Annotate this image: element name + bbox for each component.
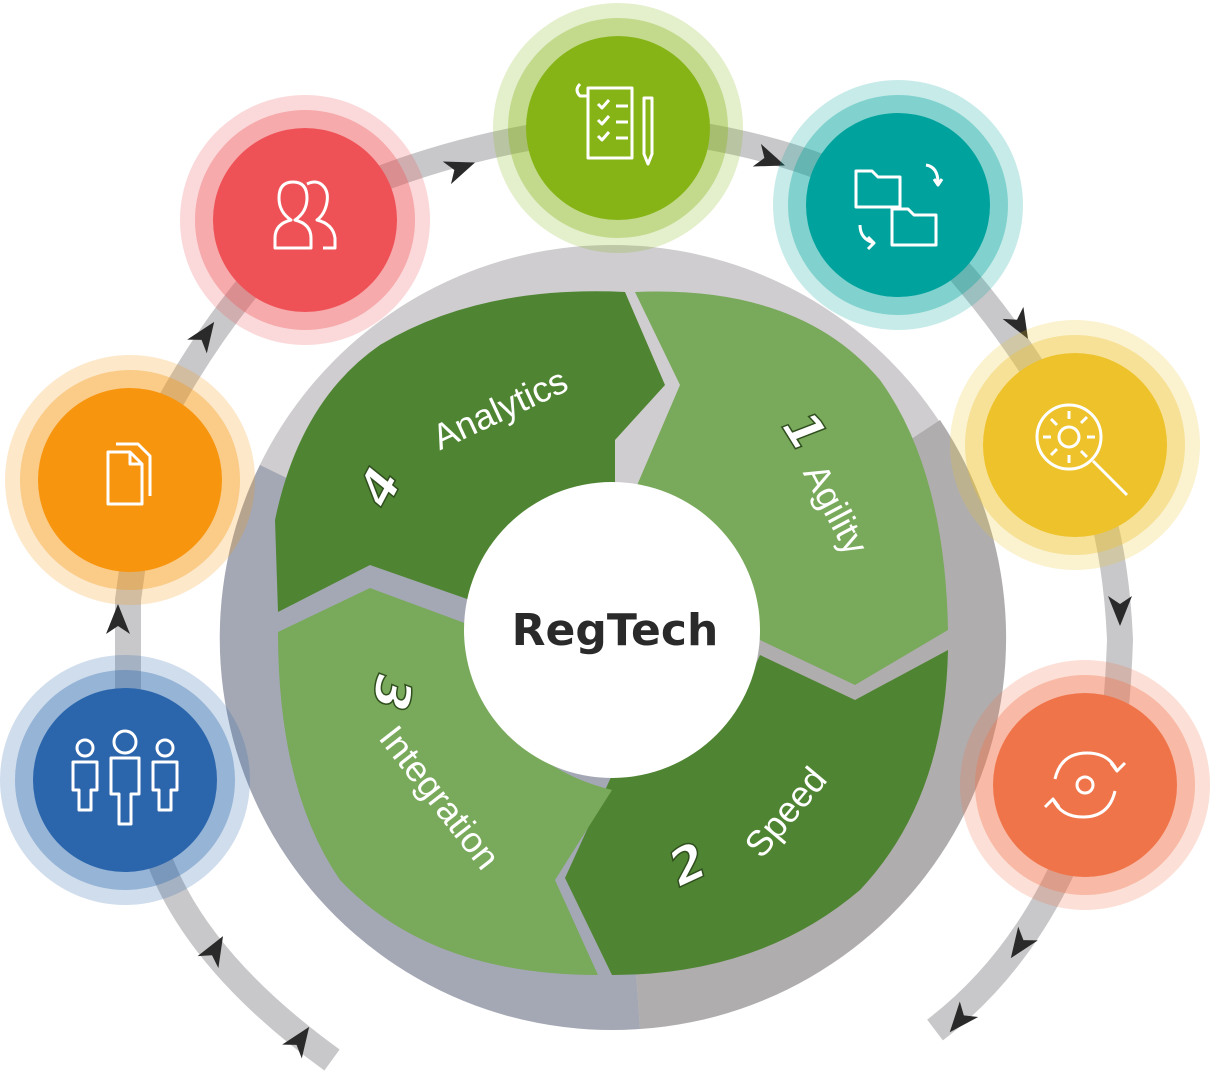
refresh-icon bbox=[1043, 751, 1127, 819]
folders-sync-icon bbox=[854, 163, 944, 251]
segment-speed bbox=[565, 650, 948, 975]
track-arrowhead bbox=[106, 604, 130, 634]
node-team bbox=[0, 655, 250, 905]
node-folders-sync bbox=[773, 80, 1023, 330]
segment-integration bbox=[278, 588, 612, 975]
node-halo bbox=[33, 688, 217, 872]
center-disc bbox=[464, 482, 760, 778]
segment-wheel: RegTech 1 Agility 2 Speed 3 Integration … bbox=[275, 291, 948, 975]
track-arrowhead bbox=[1010, 926, 1038, 959]
node-halo bbox=[526, 36, 710, 220]
segment-agility bbox=[635, 291, 948, 685]
track-arrowhead bbox=[1108, 596, 1132, 626]
node-halo bbox=[38, 388, 222, 572]
documents-icon bbox=[106, 442, 152, 506]
gear-search-icon bbox=[1035, 403, 1129, 497]
track-arrowhead bbox=[187, 321, 215, 354]
node-gear-search bbox=[950, 320, 1200, 570]
node-users bbox=[180, 95, 430, 345]
process-nodes bbox=[0, 3, 1210, 910]
center-label: RegTech bbox=[512, 605, 719, 656]
track-arrowhead bbox=[752, 143, 786, 167]
track-arrowhead bbox=[442, 161, 476, 185]
track-arrows bbox=[106, 143, 1132, 1059]
team-icon bbox=[71, 729, 179, 826]
node-documents bbox=[5, 355, 255, 605]
node-halo bbox=[806, 113, 990, 297]
node-halo bbox=[213, 128, 397, 312]
node-refresh bbox=[960, 660, 1210, 910]
node-checklist bbox=[493, 3, 743, 253]
node-halo bbox=[993, 693, 1177, 877]
users-icon bbox=[273, 180, 337, 250]
track-arrowhead bbox=[282, 1026, 310, 1059]
checklist-icon bbox=[575, 82, 654, 166]
track-arrowhead bbox=[197, 936, 223, 969]
track-arrowhead bbox=[1002, 306, 1028, 339]
track-arrowhead bbox=[949, 1001, 979, 1033]
